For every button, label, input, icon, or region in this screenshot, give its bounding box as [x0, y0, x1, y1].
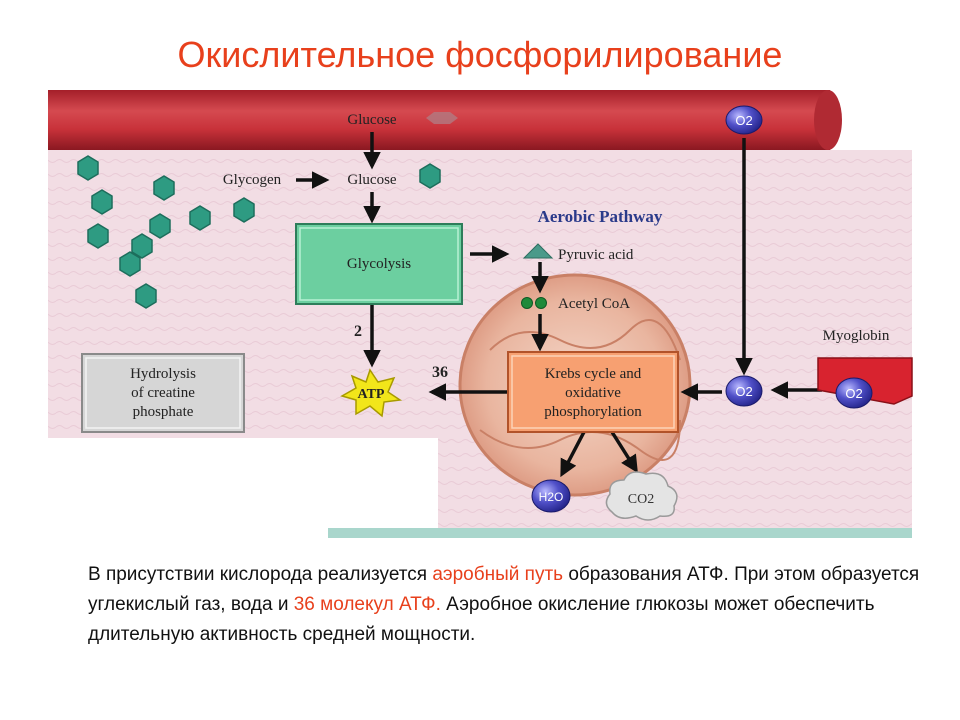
glycolysis-label: Glycolysis — [347, 256, 411, 272]
glycogen-hexagon-cluster — [77, 155, 255, 309]
carbon-dioxide-label: CO2 — [628, 492, 654, 507]
glycogen-label: Glycogen — [223, 172, 282, 188]
caption-highlight-aerobic: аэробный путь — [432, 564, 564, 585]
krebs-label-line2: oxidative — [565, 385, 621, 401]
water-label: H2O — [539, 490, 564, 504]
acetyl-coa-label: Acetyl CoA — [558, 296, 630, 312]
aerobic-pathway-heading: Aerobic Pathway — [538, 207, 663, 226]
hydrolysis-label-line1: Hydrolysis — [130, 366, 196, 382]
cell-oxygen-label: O2 — [735, 384, 752, 399]
water-icon — [531, 479, 571, 513]
glycolysis-atp-count: 2 — [354, 323, 362, 340]
blood-oxygen-label: O2 — [735, 113, 752, 128]
caption-highlight-atp: 36 молекул АТФ. — [293, 594, 441, 615]
blood-glucose-hexagon-icon — [426, 112, 458, 124]
krebs-cycle-box — [507, 351, 679, 433]
krebs-label-line3: phosphorylation — [544, 404, 642, 420]
myoglobin-oxygen-label: O2 — [845, 386, 862, 401]
acetyl-coa-icon — [521, 297, 533, 309]
aerobic-atp-count: 36 — [432, 364, 448, 381]
myoglobin-oxygen-icon — [835, 377, 873, 409]
pyruvic-acid-icon — [522, 243, 554, 259]
hydrolysis-label-line2: of creatine — [131, 385, 195, 401]
pyruvic-acid-label: Pyruvic acid — [558, 247, 634, 263]
cell-glucose-label: Glucose — [347, 172, 396, 188]
aerobic-pathway-diagram: Glucose Glycogen Glucose Glycolysis Aero… — [48, 90, 913, 538]
caption-part1: В присутствии кислорода реализуется — [88, 564, 433, 585]
page-title: Окислительное фосфорилирование — [177, 34, 783, 75]
hydrolysis-box — [81, 353, 245, 433]
krebs-label-line1: Krebs cycle and — [545, 366, 642, 382]
cell-oxygen-icon — [725, 375, 763, 407]
caption-part2: образования АТФ. При этом образуется угл… — [88, 564, 920, 615]
caption-text: В присутствии кислорода реализуется аэро… — [88, 560, 928, 650]
myoglobin-label: Myoglobin — [823, 328, 890, 344]
blood-glucose-label: Glucose — [347, 112, 396, 128]
hydrolysis-label-line3: phosphate — [133, 404, 194, 420]
blood-oxygen-icon — [725, 105, 763, 135]
caption-part3: Аэробное окисление глюкозы может обеспеч… — [88, 594, 875, 645]
carbon-dioxide-cloud-icon — [605, 471, 678, 521]
cell-glucose-hexagon-icon — [419, 163, 441, 189]
atp-star-icon — [340, 368, 403, 418]
pathway-arrows — [296, 132, 822, 478]
glycolysis-box — [295, 223, 463, 305]
atp-label: ATP — [358, 387, 385, 402]
